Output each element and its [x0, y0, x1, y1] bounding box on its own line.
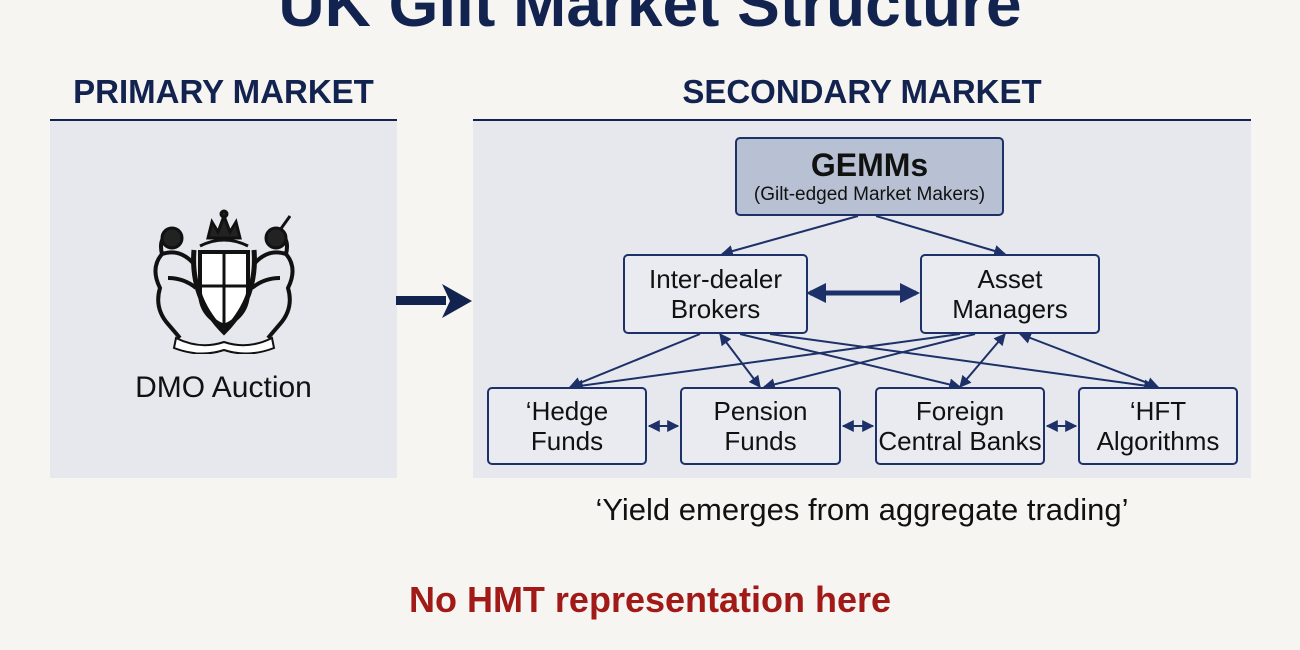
- pension-funds-label: Pension Funds: [713, 396, 808, 456]
- hedge-funds-node: ‘Hedge Funds: [487, 387, 647, 465]
- asset-managers-node: Asset Managers: [920, 254, 1100, 334]
- inter-dealer-brokers-label: Inter-dealer Brokers: [649, 264, 782, 324]
- hft-algorithms-label: ‘HFT Algorithms: [1096, 396, 1220, 456]
- royal-coat-of-arms-icon: [153, 209, 295, 354]
- asset-managers-label: Asset Managers: [952, 264, 1068, 324]
- secondary-market-header: SECONDARY MARKET: [682, 73, 1042, 110]
- pension-funds-node: Pension Funds: [680, 387, 841, 465]
- gemms-title: GEMMs: [810, 146, 929, 183]
- foreign-central-banks-label: Foreign Central Banks: [878, 396, 1042, 456]
- primary-to-secondary-arrow: [396, 284, 472, 318]
- hedge-funds-label: ‘Hedge Funds: [525, 396, 609, 456]
- secondary-header-rule: [473, 119, 1251, 121]
- primary-market-header: PRIMARY MARKET: [73, 73, 374, 110]
- hmt-footnote: No HMT representation here: [408, 579, 892, 620]
- inter-dealer-brokers-node: Inter-dealer Brokers: [623, 254, 808, 334]
- foreign-central-banks-node: Foreign Central Banks: [875, 387, 1045, 465]
- page-title: UK Gilt Market Structure: [278, 0, 1022, 40]
- gemms-subtitle: (Gilt-edged Market Makers): [753, 183, 986, 205]
- primary-header-rule: [50, 119, 397, 121]
- hft-algorithms-node: ‘HFT Algorithms: [1078, 387, 1238, 465]
- gemms-node: GEMMs (Gilt-edged Market Makers): [735, 137, 1004, 216]
- yield-caption: ‘Yield emerges from aggregate trading’: [595, 492, 1129, 527]
- dmo-auction-label: DMO Auction: [135, 371, 312, 404]
